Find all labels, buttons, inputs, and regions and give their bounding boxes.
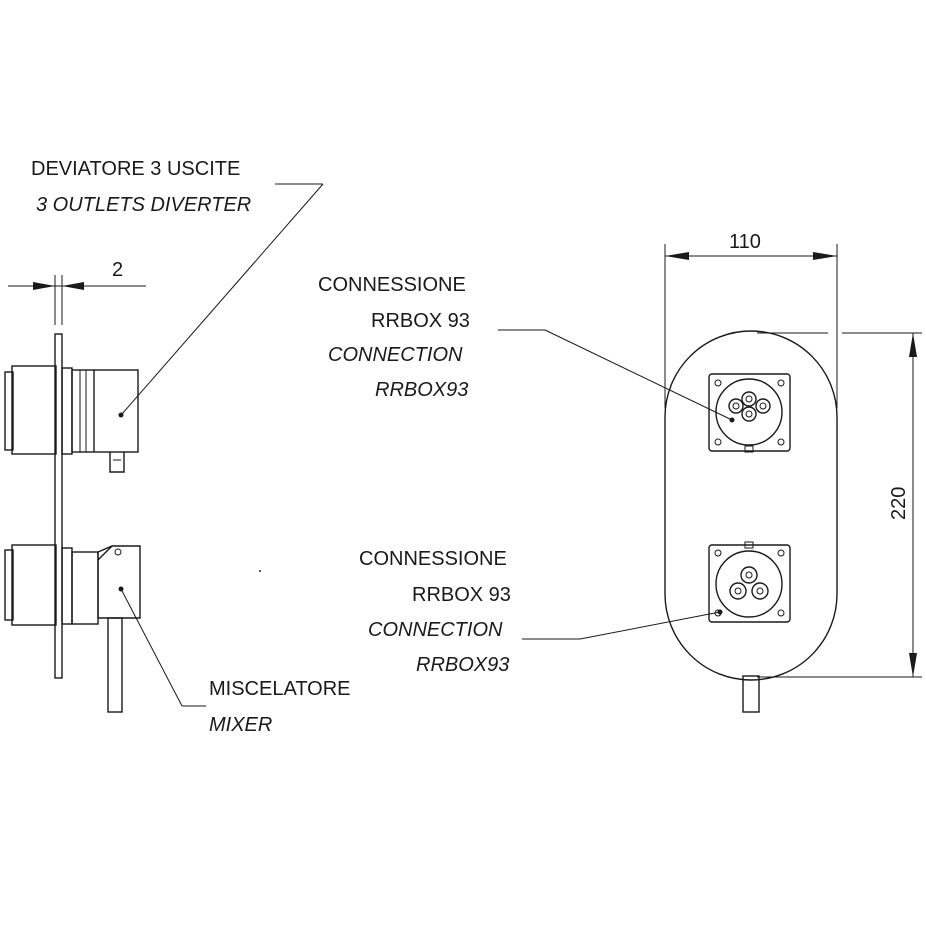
conn-top-label-2: RRBOX 93	[371, 310, 470, 332]
conn-top-label-3: CONNECTION	[328, 344, 463, 366]
front-plate	[664, 330, 838, 681]
dim-plate-thickness: 2	[8, 259, 146, 325]
diverter-side	[4, 365, 139, 473]
bottom-cartridge	[708, 541, 791, 623]
diverter-leader	[118, 183, 324, 418]
conn-bot-label-3: CONNECTION	[368, 619, 503, 641]
mixer-label-en: MIXER	[209, 714, 272, 736]
diverter-label-en: 3 OUTLETS DIVERTER	[36, 194, 251, 216]
side-view: 2	[4, 183, 324, 713]
mixer-side	[4, 544, 141, 713]
conn-top-leader	[498, 329, 733, 421]
front-spout	[742, 675, 760, 713]
conn-bot-label-2: RRBOX 93	[412, 584, 511, 606]
wall-plate	[54, 333, 63, 679]
top-cartridge	[708, 373, 791, 453]
conn-top-label-4: RRBOX93	[375, 379, 468, 401]
dim-220-label: 220	[888, 487, 910, 520]
front-view: 110 220	[498, 231, 922, 713]
dim-110-label: 110	[729, 231, 761, 253]
conn-bot-label-4: RRBOX93	[416, 654, 509, 676]
mixer-leader	[118, 586, 206, 707]
mixer-label-it: MISCELATORE	[209, 678, 351, 700]
dim-height: 220	[757, 332, 922, 678]
diverter-label-it: DEVIATORE 3 USCITE	[31, 158, 240, 180]
conn-bot-label-1: CONNESSIONE	[359, 548, 507, 570]
conn-bot-leader	[522, 611, 721, 640]
dim-width: 110	[664, 231, 838, 408]
conn-top-label-1: CONNESSIONE	[318, 274, 466, 296]
dim-2-label: 2	[112, 259, 123, 281]
